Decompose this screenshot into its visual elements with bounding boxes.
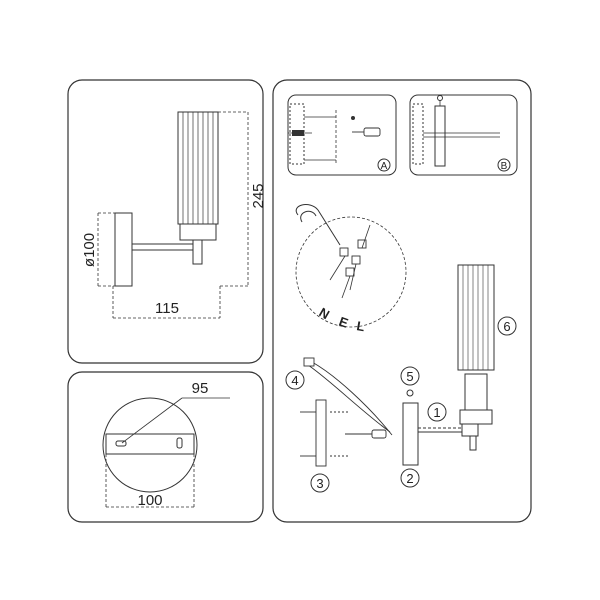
step-4-label: 4: [291, 373, 298, 388]
wire-letter-l: L: [355, 318, 365, 334]
inset-a: A: [287, 94, 397, 176]
step-5-badge: [400, 366, 420, 386]
inset-a-label: A: [381, 161, 388, 172]
fluted-shade: [177, 111, 219, 225]
step-2-label: 2: [406, 471, 413, 486]
step-6-label: 6: [503, 319, 510, 334]
step-3-label: 3: [316, 476, 323, 491]
diameter-dimension-label: ø100: [81, 233, 98, 267]
inset-b-badge: [497, 158, 511, 172]
screwdriver-icon: [352, 127, 381, 137]
step-3-badge: [310, 473, 330, 493]
inset-b-label: B: [501, 161, 508, 172]
depth-dimension-label: 115: [155, 300, 179, 317]
wall-plate-step: [402, 402, 419, 466]
step-1-label: 1: [433, 405, 440, 420]
step-badges: [285, 316, 517, 493]
plate-width-label: 100: [137, 492, 162, 509]
step-1-badge: [427, 402, 447, 422]
inset-b: B: [409, 94, 518, 176]
wiring-detail: N E L: [295, 204, 407, 334]
lamp-shade-step: [457, 264, 495, 451]
height-dimension-label: 245: [250, 183, 267, 208]
side-view-panel: 245 ø100 115: [67, 79, 267, 364]
step-6-badge: [497, 316, 517, 336]
installation-panel: A B: [272, 79, 532, 523]
step-2-badge: [400, 468, 420, 488]
mounting-plate-panel: 95 100: [67, 371, 264, 523]
lamp-arm: [131, 243, 195, 251]
step-4-badge: [285, 370, 305, 390]
step-5-label: 5: [406, 369, 413, 384]
wall-plate: [114, 212, 133, 287]
plate-side-view: [300, 399, 387, 467]
inset-a-badge: [377, 158, 391, 172]
hole-spacing-label: 95: [192, 380, 209, 397]
